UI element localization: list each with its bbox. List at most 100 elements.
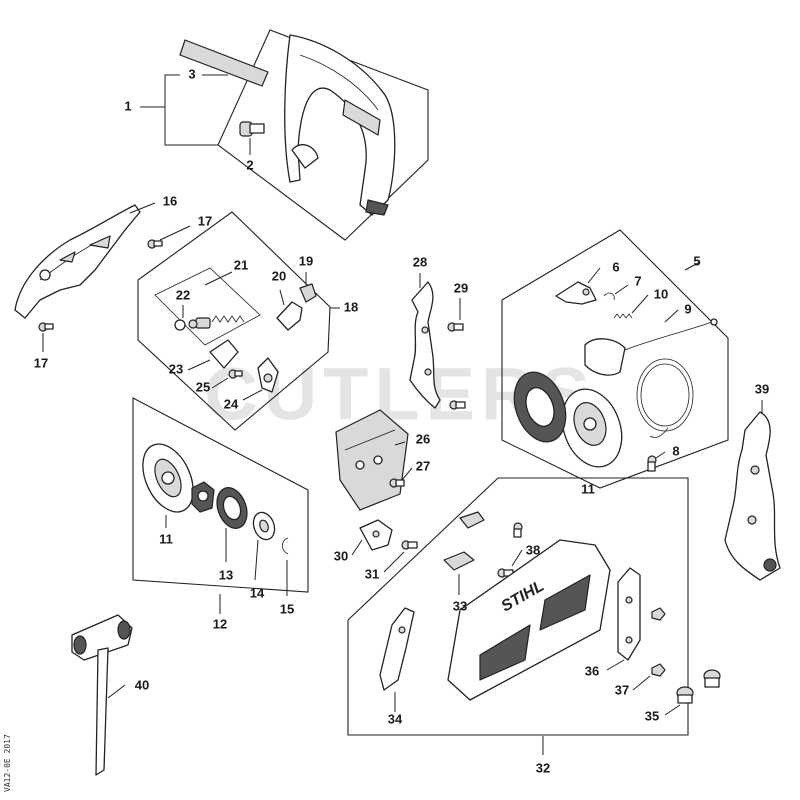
sprocket-cover-panel bbox=[347, 477, 689, 736]
label-37: 37 bbox=[615, 682, 629, 697]
wrench-head bbox=[71, 614, 133, 661]
label-18: 18 bbox=[344, 299, 358, 314]
starter-rope bbox=[624, 321, 713, 351]
cover-nut bbox=[443, 551, 475, 571]
starter-group bbox=[501, 229, 729, 489]
label-16: 16 bbox=[163, 193, 177, 208]
label-36: 36 bbox=[585, 663, 599, 678]
label-3: 3 bbox=[188, 66, 195, 81]
guide-plate-group bbox=[335, 409, 413, 511]
label-15: 15 bbox=[280, 601, 294, 616]
label-32: 32 bbox=[536, 760, 550, 775]
label-26: 26 bbox=[416, 431, 430, 446]
label-25: 25 bbox=[196, 379, 210, 394]
clutch-drum-left bbox=[142, 443, 194, 513]
bracket-30-group bbox=[351, 519, 418, 573]
label-8: 8 bbox=[672, 443, 679, 458]
wrench-shaft bbox=[95, 647, 109, 776]
collar-nut-b bbox=[703, 669, 721, 688]
label-6: 6 bbox=[612, 259, 619, 274]
brake-mechanism-group bbox=[137, 211, 340, 431]
screw-8 bbox=[647, 455, 657, 472]
decal-strip bbox=[179, 39, 269, 87]
cover-clip bbox=[459, 511, 485, 529]
screw-17a bbox=[147, 239, 163, 249]
label-20: 20 bbox=[272, 268, 286, 283]
screw-29 bbox=[447, 322, 464, 332]
label-29: 29 bbox=[454, 280, 468, 295]
brake-spring bbox=[195, 315, 245, 329]
label-22: 22 bbox=[176, 287, 190, 302]
label-21: 21 bbox=[234, 257, 248, 272]
spring-subbox bbox=[154, 267, 261, 346]
drawing-code: VA12-0E 2017 bbox=[3, 734, 12, 792]
nut-37a bbox=[651, 607, 666, 621]
bracket-39-group bbox=[724, 400, 781, 581]
screw-27 bbox=[389, 478, 405, 488]
chain-catcher bbox=[379, 607, 415, 691]
rope-rotor bbox=[561, 388, 623, 468]
label-9: 9 bbox=[684, 301, 691, 316]
tensioner-bar bbox=[409, 281, 441, 409]
label-34: 34 bbox=[388, 711, 403, 726]
label-11-sprocket: 11 bbox=[159, 531, 173, 546]
label-31: 31 bbox=[365, 566, 379, 581]
sprocket-panel bbox=[132, 397, 309, 593]
spring-clip bbox=[603, 292, 615, 301]
brake-mechanism-panel bbox=[137, 211, 331, 431]
label-17-top: 17 bbox=[198, 213, 212, 228]
o-ring bbox=[174, 319, 186, 331]
label-23: 23 bbox=[169, 361, 183, 376]
label-33: 33 bbox=[453, 598, 467, 613]
label-19: 19 bbox=[299, 253, 313, 268]
label-28: 28 bbox=[413, 254, 427, 269]
label-12: 12 bbox=[213, 616, 227, 631]
sprocket-group bbox=[132, 397, 309, 614]
hand-guard-panel bbox=[217, 29, 429, 241]
label-38: 38 bbox=[526, 542, 540, 557]
starter-spring bbox=[613, 313, 633, 319]
washer bbox=[252, 511, 276, 541]
sprocket-hub bbox=[191, 481, 215, 513]
sprocket-cover-group: STIHL bbox=[347, 477, 721, 755]
brake-lever bbox=[276, 301, 303, 331]
label-24: 24 bbox=[224, 396, 239, 411]
starter-panel bbox=[501, 229, 729, 489]
needle-bearing bbox=[216, 487, 248, 529]
hand-guard-pin bbox=[239, 121, 265, 137]
screw-31 bbox=[401, 540, 418, 550]
rewind-spring bbox=[636, 358, 694, 432]
starter-grip bbox=[584, 338, 626, 376]
label-27: 27 bbox=[416, 458, 430, 473]
label-40: 40 bbox=[135, 677, 149, 692]
label-30: 30 bbox=[334, 548, 348, 563]
hand-guard bbox=[284, 34, 396, 216]
label-39: 39 bbox=[755, 381, 769, 396]
front-guard bbox=[14, 204, 141, 319]
starter-pulley bbox=[513, 371, 567, 443]
nut-37b bbox=[651, 663, 666, 677]
screw-17b bbox=[38, 322, 54, 332]
catcher-bracket bbox=[724, 411, 781, 581]
label-13: 13 bbox=[219, 567, 233, 582]
cover-tensioner-plate bbox=[617, 567, 641, 661]
collar-nut-a bbox=[676, 686, 694, 704]
screw-25 bbox=[228, 369, 243, 379]
wrench-group bbox=[71, 614, 133, 776]
hand-guard-group bbox=[140, 29, 429, 241]
brake-clip bbox=[299, 283, 317, 303]
label-1: 1 bbox=[124, 98, 131, 113]
label-2: 2 bbox=[246, 157, 253, 172]
label-7: 7 bbox=[634, 273, 641, 288]
e-clip bbox=[281, 537, 289, 555]
label-11-starter: 11 bbox=[581, 481, 595, 496]
label-17-bottom: 17 bbox=[34, 355, 48, 370]
label-35: 35 bbox=[645, 708, 659, 723]
label-5: 5 bbox=[693, 253, 700, 268]
label-10: 10 bbox=[654, 286, 668, 301]
tensioner-group bbox=[409, 273, 466, 410]
label-14: 14 bbox=[250, 585, 265, 600]
starter-lever bbox=[555, 281, 597, 305]
front-guard-group bbox=[14, 202, 191, 352]
